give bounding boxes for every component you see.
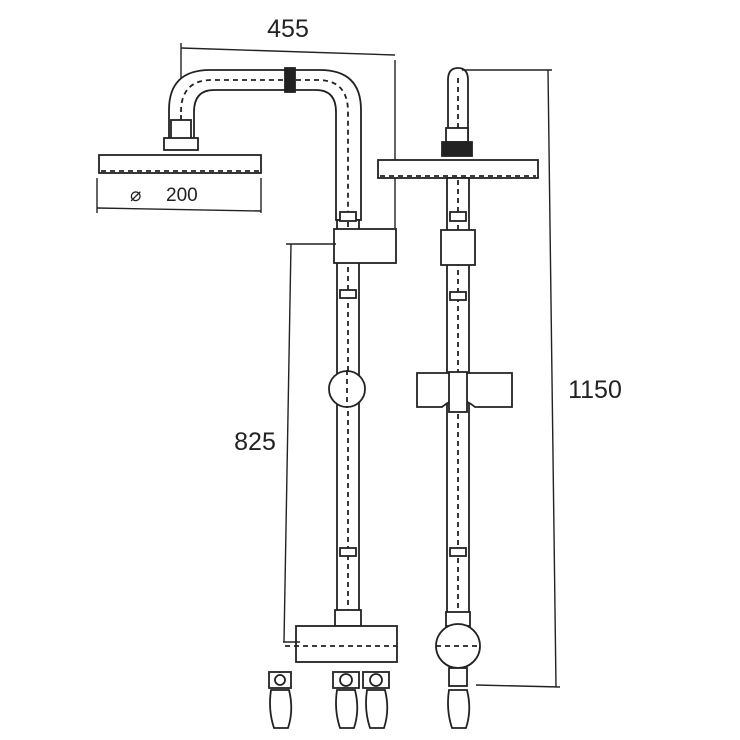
shower-head-front (377, 159, 539, 179)
dimension-label-1150: 1150 (568, 376, 622, 404)
dimension-1150: 1150 (462, 69, 622, 688)
shower-head-side (98, 154, 262, 174)
inlet-fittings (268, 671, 390, 729)
dimension-label-825: 825 (234, 428, 276, 456)
front-view (377, 67, 539, 729)
side-view: ⌀ 200 (96, 67, 398, 663)
dimension-head-diameter: ⌀ 200 (96, 178, 262, 213)
diameter-symbol: ⌀ (130, 185, 141, 206)
dimension-label-200: 200 (166, 185, 198, 206)
dimension-825: 825 (234, 243, 336, 643)
dimension-label-455: 455 (267, 15, 309, 43)
dimension-455: 455 (180, 15, 396, 228)
hand-shower-holder (416, 371, 513, 413)
